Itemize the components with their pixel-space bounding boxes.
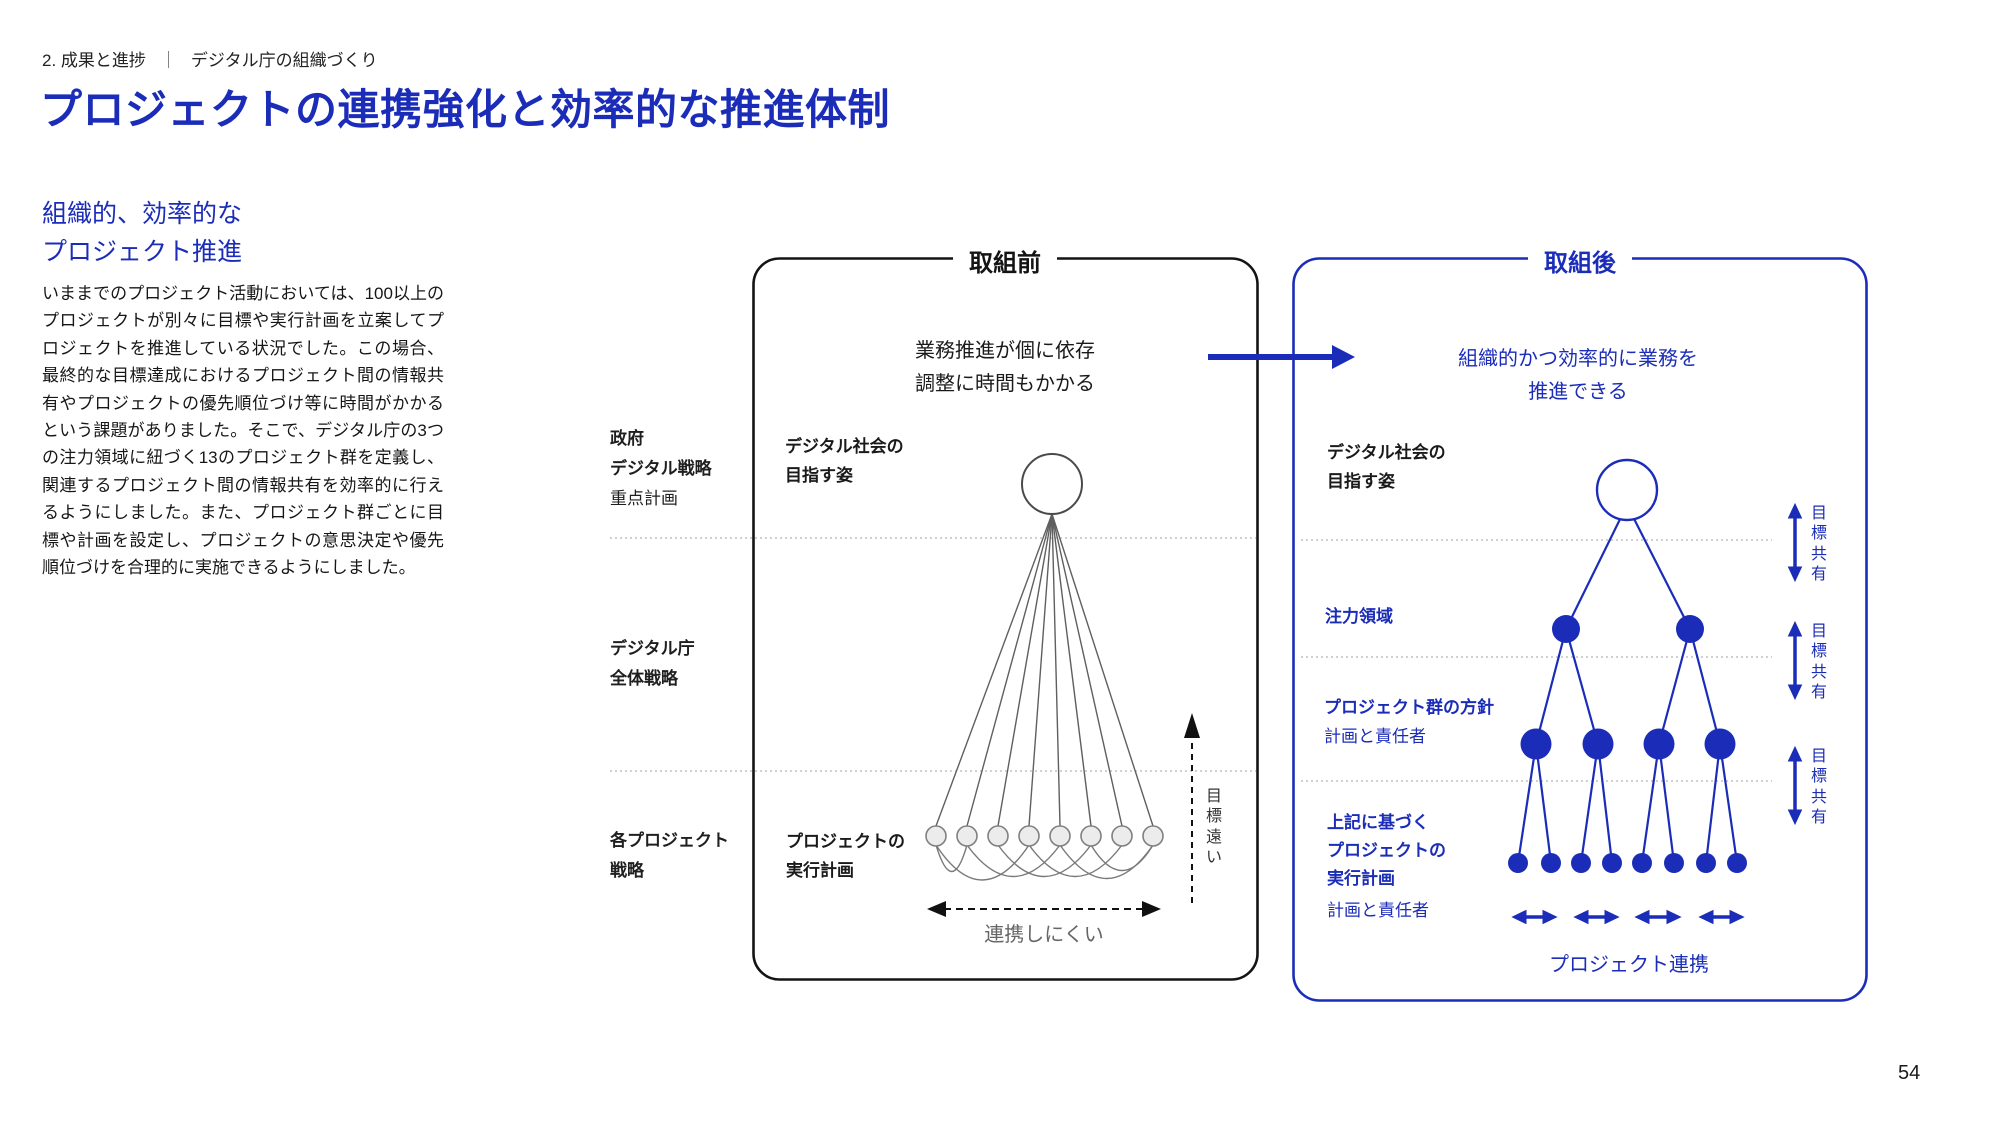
breadcrumb: 2. 成果と進捗 ｜ デジタル庁の組織づくり — [42, 46, 378, 71]
after-tree-diagram — [1508, 458, 1803, 925]
axis-agency-line2: 全体戦略 — [610, 669, 678, 688]
project-collaboration-label: プロジェクト連携 — [1549, 954, 1709, 976]
axis-gov-line2: デジタル戦略 — [610, 459, 712, 478]
goal-share-label-3: 目標共有 — [1811, 748, 1828, 827]
after-vision-label: デジタル社会の 目指す姿 — [1327, 438, 1446, 496]
axis-label-each-project: 各プロジェクト 戦略 — [610, 826, 729, 886]
group-policy-label: プロジェクト群の方針 計画と責任者 — [1324, 693, 1494, 751]
before-caption-line1: 業務推進が個に依存 — [915, 340, 1095, 362]
axis-label-government: 政府 デジタル戦略 重点計画 — [610, 424, 712, 514]
hard-to-coordinate-label: 連携しにくい — [984, 924, 1104, 946]
after-focus-nodes — [1552, 615, 1704, 643]
exec-plan-line1: 上記に基づく — [1327, 813, 1429, 832]
after-caption-line1: 組織的かつ効率的に業務を — [1458, 348, 1698, 370]
intro-heading: 組織的、効率的な プロジェクト推進 — [42, 195, 242, 271]
before-plan-line1: プロジェクトの — [786, 832, 905, 851]
before-tangle-arcs — [935, 844, 1154, 881]
before-plan-line2: 実行計画 — [786, 861, 854, 880]
before-plan-label: プロジェクトの 実行計画 — [786, 827, 905, 885]
before-vision-label: デジタル社会の 目指す姿 — [785, 432, 904, 490]
goal-far-arrow — [1184, 713, 1200, 903]
axis-agency-line1: デジタル庁 — [610, 639, 695, 658]
axis-label-agency: デジタル庁 全体戦略 — [610, 634, 695, 694]
after-vision-line2: 目指す姿 — [1327, 472, 1395, 491]
after-strategy-dividers — [1301, 539, 1772, 782]
before-strategy-dividers — [610, 537, 1256, 772]
after-caption: 組織的かつ効率的に業務を 推進できる — [1458, 343, 1698, 409]
after-vision-node — [1595, 458, 1659, 522]
before-fan-diagram — [925, 453, 1200, 917]
breadcrumb-separator: ｜ — [159, 51, 177, 70]
before-project-nodes — [925, 825, 1164, 847]
exec-plan-line2: プロジェクトの — [1327, 841, 1446, 860]
goal-share-label-1: 目標共有 — [1811, 505, 1828, 584]
intro-heading-line1: 組織的、効率的な — [42, 200, 243, 228]
before-box-tag: 取組前 — [953, 243, 1057, 278]
group-policy-title: プロジェクト群の方針 — [1324, 698, 1494, 717]
after-caption-line2: 推進できる — [1528, 381, 1628, 403]
goal-far-label: 目標遠い — [1206, 788, 1223, 867]
exec-plan-label: 上記に基づく プロジェクトの 実行計画 計画と責任者 — [1327, 809, 1446, 925]
after-vision-line1: デジタル社会の — [1327, 443, 1446, 462]
hard-to-coordinate-arrow — [927, 901, 1161, 917]
after-group-nodes — [1520, 728, 1736, 760]
before-vision-line2: 目指す姿 — [785, 466, 853, 485]
page-title: プロジェクトの連携強化と効率的な推進体制 — [40, 86, 891, 133]
breadcrumb-section: 2. 成果と進捗 — [42, 51, 146, 70]
goal-share-arrows — [1787, 502, 1803, 826]
intro-body-text: いままでのプロジェクト活動においては、100以上のプロジェクトが別々に目標や実行… — [42, 284, 444, 578]
group-policy-owner: 計画と責任者 — [1324, 727, 1426, 746]
before-caption: 業務推進が個に依存 調整に時間もかかる — [915, 335, 1095, 401]
before-vision-node — [1021, 453, 1083, 515]
axis-gov-line1: 政府 — [610, 429, 644, 448]
breadcrumb-subsection: デジタル庁の組織づくり — [190, 51, 378, 70]
after-project-nodes — [1508, 853, 1747, 873]
intro-heading-line2: プロジェクト推進 — [42, 238, 243, 266]
before-vision-line1: デジタル社会の — [785, 437, 904, 456]
before-caption-line2: 調整に時間もかかる — [915, 373, 1095, 395]
exec-plan-owner: 計画と責任者 — [1327, 901, 1429, 920]
axis-project-line2: 戦略 — [610, 861, 644, 880]
after-box-tag: 取組後 — [1528, 243, 1632, 278]
page-number: 54 — [1898, 1062, 1921, 1084]
project-collaboration-arrows — [1511, 909, 1745, 925]
axis-gov-line3: 重点計画 — [610, 489, 678, 508]
goal-share-label-2: 目標共有 — [1811, 623, 1828, 702]
axis-project-line1: 各プロジェクト — [610, 831, 729, 850]
transition-arrow — [1208, 345, 1355, 369]
focus-area-label: 注力領域 — [1325, 607, 1393, 626]
exec-plan-line3: 実行計画 — [1327, 869, 1395, 888]
